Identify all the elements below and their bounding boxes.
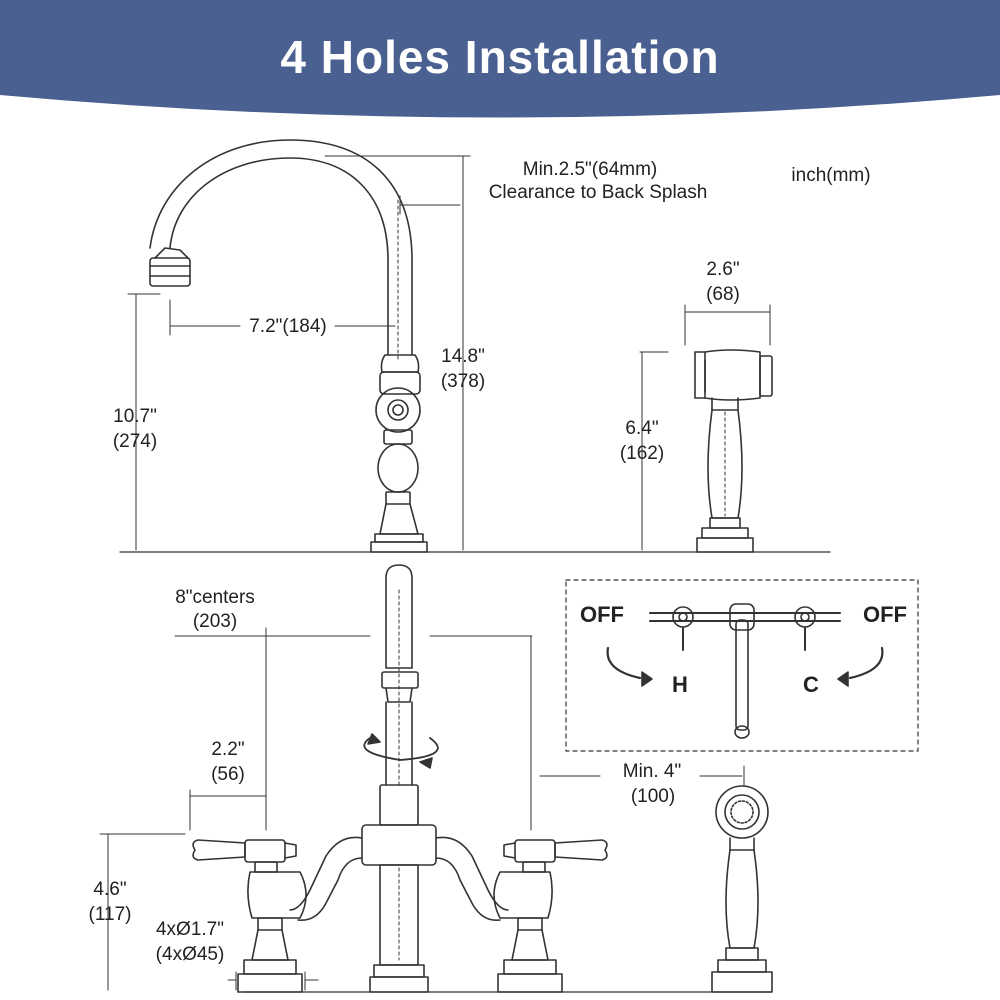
centers-label-in: 8"centers [175, 587, 255, 608]
bottom-dimensions [99, 627, 745, 991]
hole-size-mm: (4xØ45) [155, 944, 225, 965]
overall-height-in: 14.8" [441, 346, 485, 367]
sprayer-front-view [711, 785, 773, 993]
handle-reach-mm: (56) [211, 764, 245, 785]
handle-reach-in: 2.2" [211, 739, 245, 760]
faucet-front-view [192, 564, 773, 993]
top-dimensions [127, 155, 471, 551]
units-label: inch(mm) [791, 165, 871, 186]
handle-height-mm: (117) [88, 904, 132, 925]
reach-label: 7.2"(184) [249, 316, 327, 337]
clearance-label-line2: Clearance to Back Splash [488, 182, 708, 203]
sprayer-width-in: 2.6" [706, 259, 740, 280]
hole-size-in: 4xØ1.7" [155, 919, 224, 940]
sprayer-height-in: 6.4" [625, 418, 659, 439]
handle-height-in: 4.6" [93, 879, 127, 900]
spout-height-mm: (274) [112, 431, 158, 452]
hot-label: H [672, 672, 688, 697]
sprayer-dist-mm: (100) [630, 786, 676, 807]
banner-shape [0, 0, 1000, 118]
hot-handle [192, 839, 307, 993]
sprayer-dimensions [639, 304, 771, 551]
sprayer-height-mm: (162) [619, 443, 665, 464]
rotation-inset [565, 579, 919, 752]
title-banner: 4 Holes Installation [0, 0, 1000, 130]
sprayer-dist-in: Min. 4" [622, 761, 682, 782]
off-label-right: OFF [863, 602, 907, 627]
sprayer-side-view [694, 349, 773, 553]
clearance-label-line1: Min.2.5"(64mm) [522, 159, 658, 180]
spout-height-in: 10.7" [113, 406, 157, 427]
cold-handle [493, 839, 608, 993]
page-title: 4 Holes Installation [280, 31, 720, 83]
overall-height-mm: (378) [440, 371, 486, 392]
sprayer-width-mm: (68) [706, 284, 740, 305]
off-label-left: OFF [580, 602, 624, 627]
centers-label-mm: (203) [192, 611, 238, 632]
cold-label: C [803, 672, 819, 697]
